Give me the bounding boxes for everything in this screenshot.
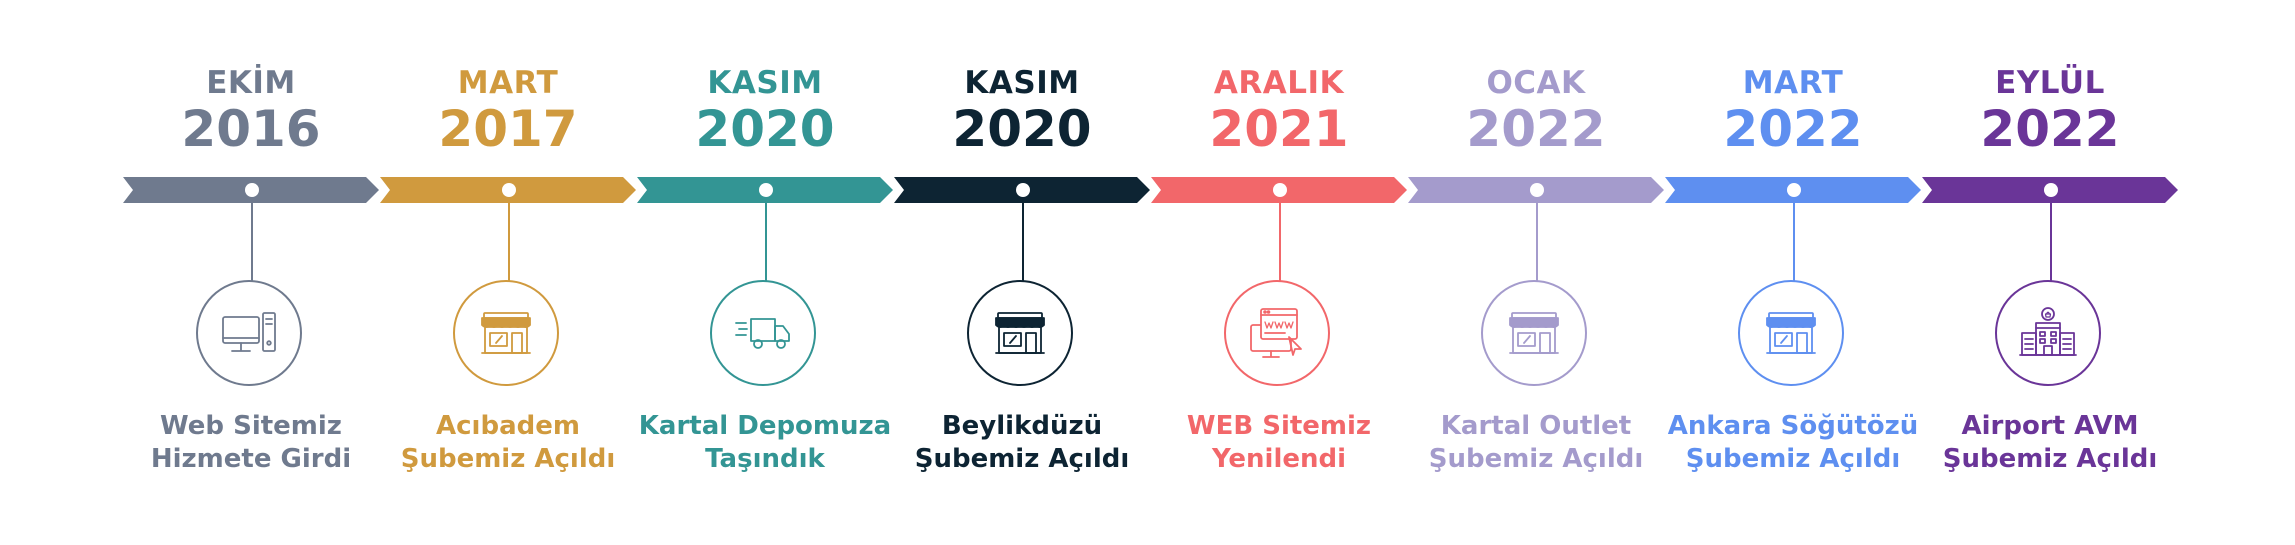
- caption-line-2: Şubemiz Açıldı: [1685, 444, 1901, 474]
- timeline-dot: [2044, 183, 2058, 197]
- connector-line: [508, 198, 510, 281]
- milestone-caption: Web Sitemiz Hizmete Girdi: [105, 410, 397, 476]
- milestone-3: KASIM 2020 Kartal Depomuza Taşındık: [637, 0, 893, 545]
- connector-line: [1022, 198, 1024, 281]
- storefront-icon: [1766, 312, 1816, 354]
- milestone-year: 2021: [1209, 100, 1349, 158]
- connector-line: [2050, 198, 2052, 281]
- milestone-caption: WEB Sitemiz Yenilendi: [1133, 410, 1425, 476]
- milestone-year: 2017: [438, 100, 578, 158]
- milestone-year: 2020: [952, 100, 1092, 158]
- caption-line-2: Şubemiz Açıldı: [1942, 444, 2158, 474]
- milestone-month: MART: [1742, 65, 1844, 101]
- storefront-icon: [481, 312, 531, 354]
- icon-circle: [453, 280, 559, 386]
- milestone-month: OCAK: [1486, 65, 1586, 101]
- icon-circle: [1995, 280, 2101, 386]
- icon-circle: [1481, 280, 1587, 386]
- caption-line-1: Kartal Outlet: [1440, 411, 1632, 441]
- icon-circle: [967, 280, 1073, 386]
- milestone-2: MART 2017 Acıbadem Şubemiz Açıldı: [380, 0, 636, 545]
- connector-line: [1279, 198, 1281, 281]
- caption-line-2: Taşındık: [705, 444, 825, 474]
- shopping-mall-icon: [2019, 307, 2077, 356]
- connector-line: [1536, 198, 1538, 281]
- caption-line-2: Hizmete Girdi: [150, 444, 352, 474]
- milestone-year: 2022: [1466, 100, 1606, 158]
- milestone-year: 2022: [1723, 100, 1863, 158]
- caption-line-2: Yenilendi: [1211, 444, 1347, 474]
- caption-line-1: Ankara Söğütözü: [1667, 411, 1919, 441]
- timeline-dot: [1273, 183, 1287, 197]
- milestone-year: 2022: [1980, 100, 2120, 158]
- timeline-dot: [245, 183, 259, 197]
- milestone-year: 2016: [181, 100, 321, 158]
- caption-line-2: Şubemiz Açıldı: [914, 444, 1130, 474]
- connector-line: [765, 198, 767, 281]
- milestone-caption: Kartal Outlet Şubemiz Açıldı: [1390, 410, 1682, 476]
- delivery-truck-icon: [735, 318, 790, 349]
- timeline-dot: [1530, 183, 1544, 197]
- caption-line-1: Kartal Depomuza: [638, 411, 892, 441]
- milestone-caption: Beylikdüzü Şubemiz Açıldı: [876, 410, 1168, 476]
- icon-circle: [1738, 280, 1844, 386]
- storefront-icon: [995, 312, 1045, 354]
- milestone-caption: Airport AVM Şubemiz Açıldı: [1904, 410, 2196, 476]
- milestone-caption: Ankara Söğütözü Şubemiz Açıldı: [1647, 410, 1939, 476]
- caption-line-1: Beylikdüzü: [941, 411, 1103, 441]
- milestone-month: EYLÜL: [1995, 65, 2105, 101]
- milestone-4: KASIM 2020 Beylikdüzü Şubemiz Açıldı: [894, 0, 1150, 545]
- connector-line: [1793, 198, 1795, 281]
- website-browser-icon: [1250, 308, 1302, 358]
- timeline-dot: [759, 183, 773, 197]
- milestone-month: KASIM: [707, 65, 823, 101]
- caption-line-2: Şubemiz Açıldı: [400, 444, 616, 474]
- milestone-month: ARALIK: [1213, 65, 1345, 101]
- milestone-caption: Kartal Depomuza Taşındık: [619, 410, 911, 476]
- milestone-6: OCAK 2022 Kartal Outlet Şubemiz Açıldı: [1408, 0, 1664, 545]
- milestone-year: 2020: [695, 100, 835, 158]
- milestone-7: MART 2022 Ankara Söğütözü Şubemiz Açıldı: [1665, 0, 1921, 545]
- milestone-month: MART: [457, 65, 559, 101]
- connector-line: [251, 198, 253, 281]
- milestone-month: EKİM: [206, 65, 296, 101]
- milestone-caption: Acıbadem Şubemiz Açıldı: [362, 410, 654, 476]
- milestone-1: EKİM 2016 Web Sitemiz Hizmete Girdi: [123, 0, 379, 545]
- icon-circle: [196, 280, 302, 386]
- icon-circle: [1224, 280, 1330, 386]
- milestone-5: ARALIK 2021 WEB Sitemiz Yenilendi: [1151, 0, 1407, 545]
- timeline-dot: [1016, 183, 1030, 197]
- caption-line-1: Airport AVM: [1961, 411, 2139, 441]
- caption-line-1: Web Sitemiz: [160, 411, 342, 441]
- milestone-month: KASIM: [964, 65, 1080, 101]
- caption-line-1: Acıbadem: [436, 411, 580, 441]
- timeline-dot: [1787, 183, 1801, 197]
- storefront-icon: [1509, 312, 1559, 354]
- milestone-8: EYLÜL 2022: [1922, 0, 2178, 545]
- caption-line-2: Şubemiz Açıldı: [1428, 444, 1644, 474]
- computer-icon: [222, 312, 276, 352]
- timeline-dot: [502, 183, 516, 197]
- icon-circle: [710, 280, 816, 386]
- caption-line-1: WEB Sitemiz: [1186, 411, 1372, 441]
